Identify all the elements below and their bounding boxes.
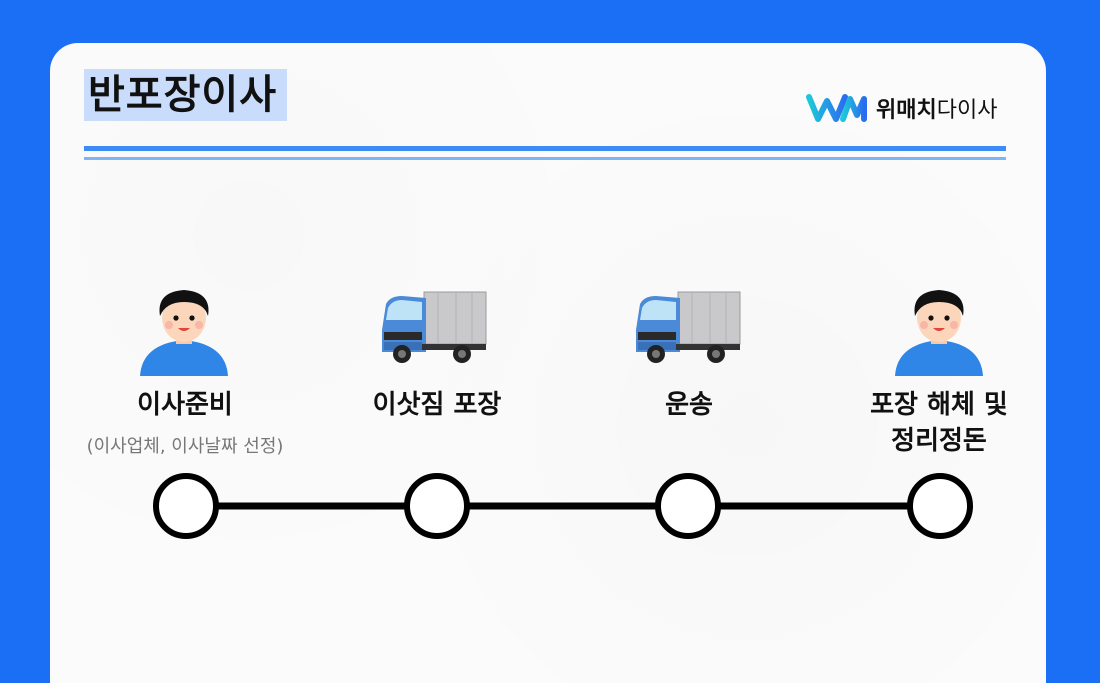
brand-logo-icon xyxy=(806,94,867,122)
page-title: 반포장이사 xyxy=(88,72,277,118)
title-highlight: 반포장이사 xyxy=(84,69,287,121)
timeline-node-3 xyxy=(655,473,721,539)
brand-logo-group: 위매치다이사 xyxy=(806,93,997,123)
person-icon xyxy=(895,290,983,376)
step-1-sublabel: (이사업체, 이사날짜 선정) xyxy=(86,436,284,457)
timeline-node-4 xyxy=(907,473,973,539)
step-2-label: 이삿짐 포장 xyxy=(372,390,502,420)
step-4-label-line2: 정리정돈 xyxy=(891,426,987,456)
person-icon xyxy=(140,290,228,376)
step-1-label: 이사준비 xyxy=(137,390,233,420)
truck-icon xyxy=(636,291,741,363)
title-rule-thick xyxy=(84,146,1006,151)
step-3-label: 운송 xyxy=(665,390,713,420)
step-4-label-line1: 포장 해체 및 xyxy=(870,390,1008,420)
timeline-node-2 xyxy=(404,473,470,539)
brand-name: 위매치다이사 xyxy=(876,98,998,123)
truck-icon xyxy=(382,291,487,363)
title-rule-thin xyxy=(84,157,1006,160)
timeline-node-1 xyxy=(153,473,219,539)
